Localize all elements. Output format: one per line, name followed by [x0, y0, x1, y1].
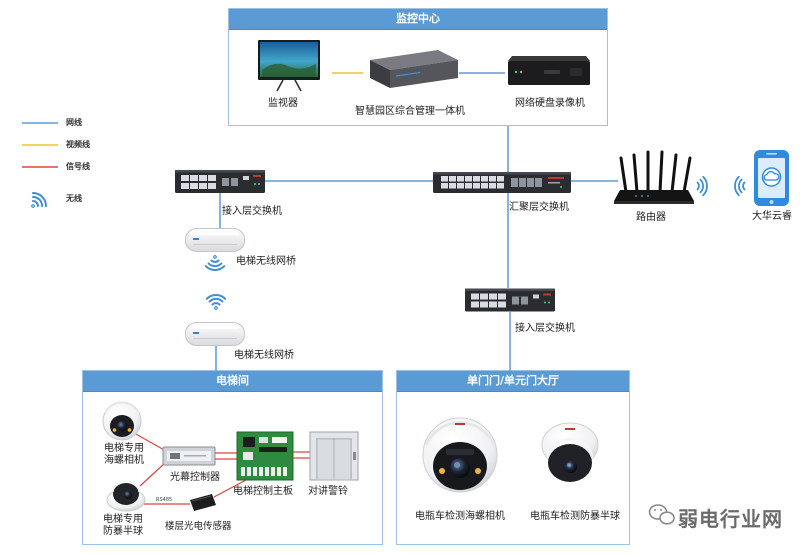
aggregation-switch-label: 汇聚层交换机: [509, 202, 569, 213]
rs485-label: RS485: [156, 497, 173, 503]
monitor-icon: [258, 40, 320, 92]
elevator-bridge-upper-icon: [185, 228, 245, 252]
monitor-label: 监视器: [268, 98, 298, 109]
access-switch-center-icon: [465, 288, 555, 312]
access-switch-left-label: 接入层交换机: [222, 206, 282, 217]
legend-signal-cable-label: 信号线: [66, 162, 90, 171]
router-icon: [614, 150, 694, 204]
router-label: 路由器: [636, 212, 666, 223]
cloud-wireless-waves-icon: [734, 175, 746, 197]
entrance-hall-title: 单门门/单元门大厅: [397, 371, 629, 392]
router-wireless-waves-icon: [696, 175, 708, 197]
elevator-bridge-upper-label: 电梯无线网桥: [236, 256, 296, 267]
management-server-label: 智慧园区综合管理一体机: [355, 106, 465, 117]
access-switch-center-label: 接入层交换机: [515, 323, 575, 334]
elevator-control-board-label: 电梯控制主板: [233, 486, 293, 497]
cloud-icon: [763, 171, 780, 181]
monitoring-center-title: 监控中心: [229, 9, 607, 30]
light-curtain-controller-label: 光幕控制器: [170, 472, 220, 483]
legend: [22, 122, 58, 215]
intercom-alarm-elevator-icon: [309, 431, 359, 481]
elevator-control-board-icon: [236, 431, 294, 481]
light-curtain-controller-icon: [162, 446, 216, 466]
mobile-phone-icon: [754, 150, 789, 206]
management-server-icon: [370, 50, 458, 88]
wechat-icon: [648, 504, 675, 525]
ebike-detection-turret-camera-icon: [422, 417, 498, 493]
signal-sensor-to-board: [213, 479, 247, 498]
floor-sensor-label: 楼层光电传感器: [165, 521, 232, 532]
elevator-dome-camera-label-line2: 防暴半球: [103, 526, 143, 537]
cloud-app-label: 大华云睿: [752, 211, 792, 222]
elevator-room-title: 电梯间: [83, 371, 382, 392]
intercom-alarm-label: 对讲警铃: [308, 486, 348, 497]
elevator-dome-camera-label-line1: 电梯专用: [103, 514, 143, 525]
elevator-room-zone: 电梯间: [82, 370, 383, 545]
signal-dome-to-curtain: [139, 461, 167, 487]
legend-video-cable-label: 视频线: [66, 140, 90, 149]
floor-photoelectric-sensor-icon: [190, 494, 216, 511]
signal-turret-to-curtain: [133, 432, 167, 452]
aggregation-switch-icon: [433, 172, 571, 193]
bridge-upper-wifi-icon: [204, 255, 226, 272]
network-cables: [215, 72, 618, 371]
nvr-label: 网络硬盘录像机: [515, 98, 585, 109]
elevator-signal-cables: [133, 432, 310, 505]
legend-wireless-label: 无线: [66, 194, 82, 203]
ebike-detection-dome-camera-icon: [541, 422, 599, 482]
ebike-turret-camera-label: 电瓶车检测海螺相机: [415, 511, 505, 522]
nvr-icon: [508, 56, 590, 85]
legend-wireless-icon: [24, 188, 51, 215]
elevator-bridge-lower-icon: [185, 322, 245, 346]
elevator-turret-camera-icon: [102, 401, 142, 441]
elevator-turret-camera-label-line1: 电梯专用: [104, 443, 144, 454]
elevator-turret-camera-label-line2: 海螺相机: [104, 455, 144, 466]
ebike-dome-camera-label: 电瓶车检测防暴半球: [530, 511, 620, 522]
legend-network-cable-label: 网线: [66, 118, 82, 127]
access-switch-left-icon: [175, 170, 265, 193]
elevator-dome-camera-icon: [106, 480, 146, 512]
elevator-bridge-lower-label: 电梯无线网桥: [234, 350, 294, 361]
watermark-text: 弱电行业网: [678, 507, 783, 531]
bridge-lower-wifi-icon: [205, 293, 227, 310]
